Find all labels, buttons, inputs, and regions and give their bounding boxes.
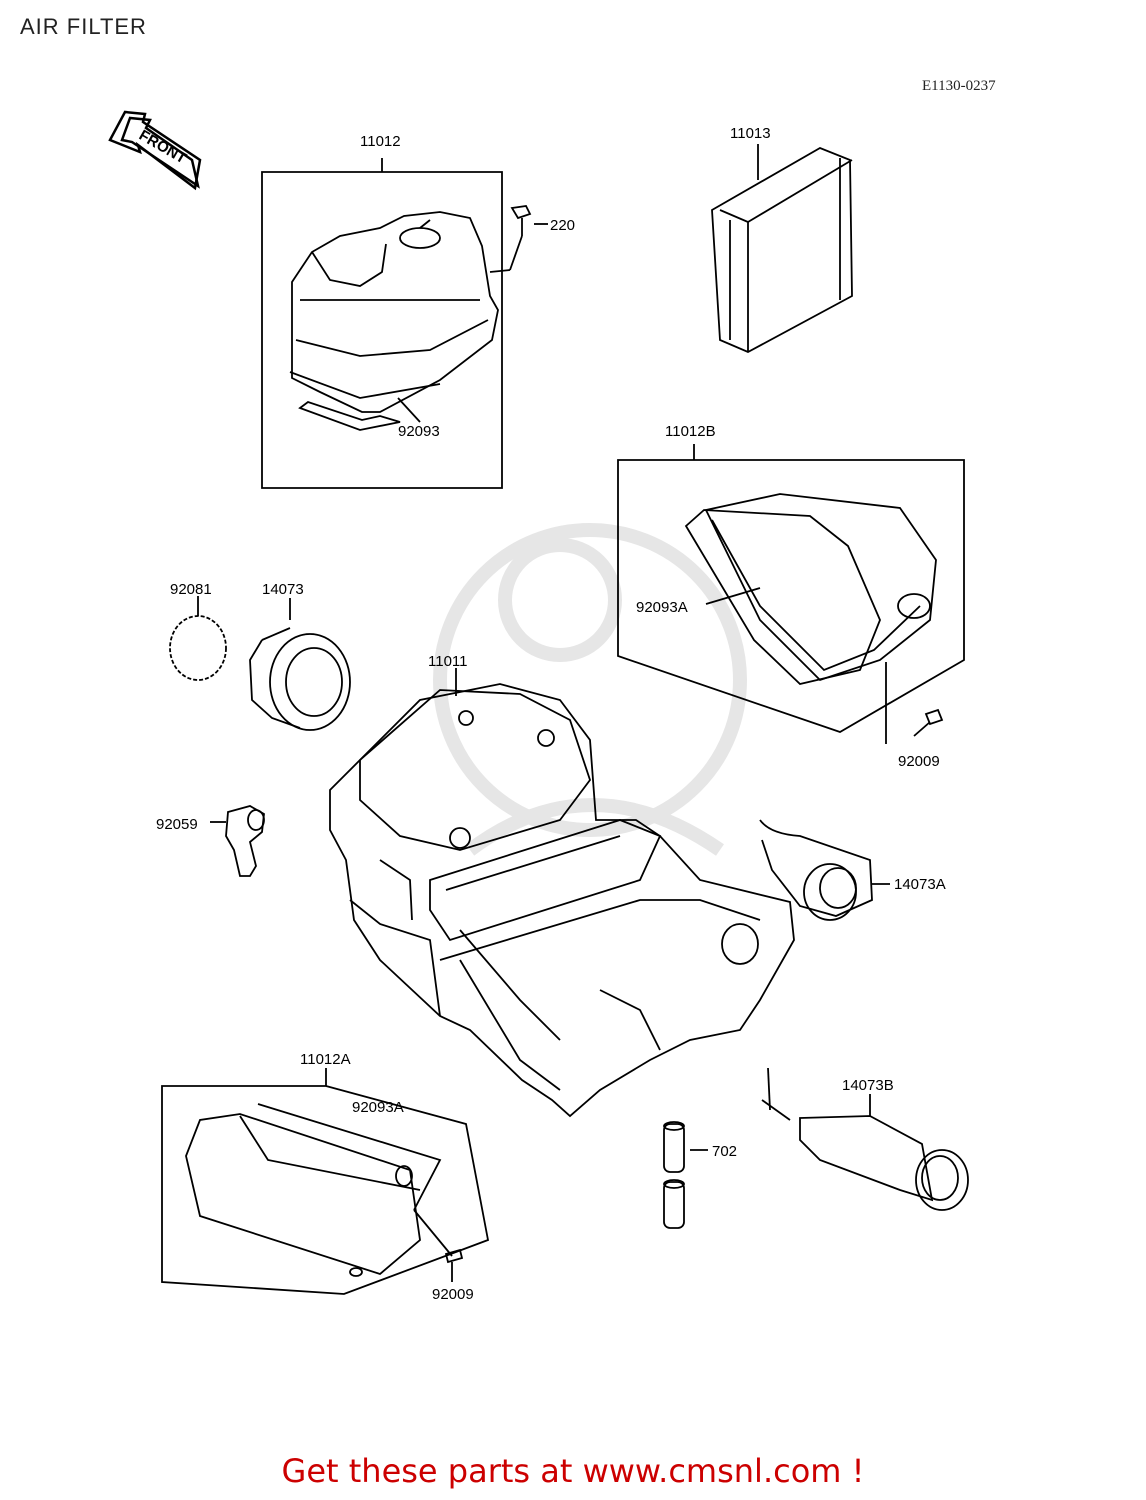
footer-cta-link[interactable]: Get these parts at www.cmsnl.com ! <box>281 1452 865 1490</box>
diagram-code: E1130-0237 <box>922 78 996 94</box>
part-92081-ring <box>169 596 227 681</box>
part-label-11013: 11013 <box>730 125 771 142</box>
part-label-92059: 92059 <box>156 816 198 833</box>
part-702-tubes <box>663 1121 708 1229</box>
page-title: AIR FILTER <box>20 14 147 39</box>
part-label-11012B: 11012B <box>665 423 716 440</box>
part-label-92093A-top: 92093A <box>636 599 688 616</box>
part-14073A-duct <box>759 819 890 921</box>
part-label-702: 702 <box>712 1143 737 1160</box>
part-label-11012: 11012 <box>360 133 401 150</box>
part-label-14073A: 14073A <box>894 876 946 893</box>
part-group-11012B <box>617 444 965 744</box>
watermark-logo <box>433 523 747 856</box>
part-label-11012A: 11012A <box>300 1051 351 1068</box>
part-11011-housing <box>329 668 795 1118</box>
part-14073B-funnel <box>761 1067 969 1211</box>
part-label-92093: 92093 <box>398 423 440 440</box>
part-label-92009-bottom: 92009 <box>432 1286 474 1303</box>
part-label-92081: 92081 <box>170 581 212 598</box>
part-label-14073B: 14073B <box>842 1077 894 1094</box>
part-label-92093A-bottom: 92093A <box>352 1099 404 1116</box>
part-group-11012 <box>261 158 548 489</box>
part-group-11012A <box>161 1068 490 1295</box>
part-label-92009-top: 92009 <box>898 753 940 770</box>
part-label-11011: 11011 <box>428 653 468 670</box>
part-11013-filter <box>711 144 853 353</box>
part-14073-boot <box>249 598 351 731</box>
part-label-14073: 14073 <box>262 581 304 598</box>
front-arrow-icon <box>108 110 202 191</box>
part-92059-elbow <box>210 805 265 877</box>
part-label-220: 220 <box>550 217 575 234</box>
